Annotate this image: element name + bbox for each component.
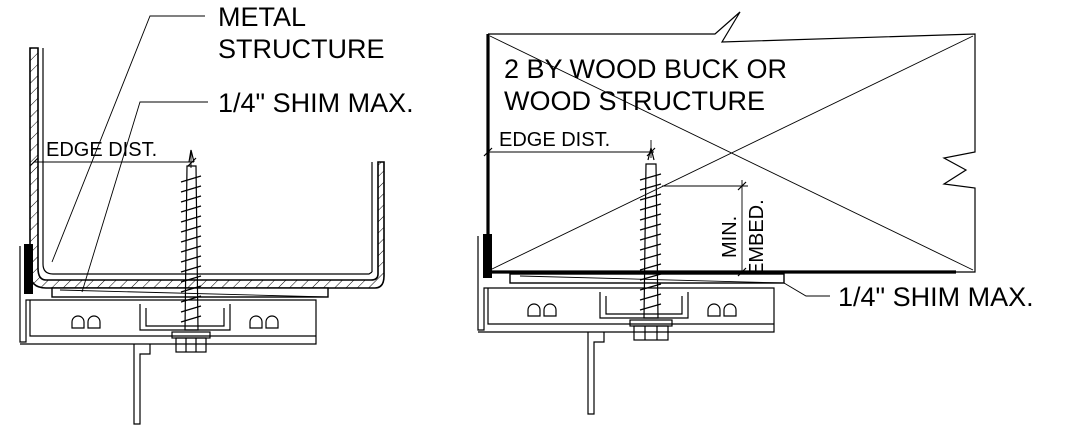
right-detail: EDGE DIST. MIN. EMBED. 2 BY WOOD BUCK OR… <box>477 11 1034 415</box>
left-detail: EDGE DIST. METAL STRUCTURE 1/4" SHIM MAX… <box>19 2 414 425</box>
metal-structure-leader <box>51 15 205 263</box>
left-shim-leader <box>81 101 208 293</box>
right-anchor-screw <box>629 147 673 341</box>
right-frame-extrusion <box>477 234 775 415</box>
wood-structure-label-line2: WOOD STRUCTURE <box>504 86 765 116</box>
left-edge-dist-label: EDGE DIST. <box>46 139 157 161</box>
wood-structure-label-line1: 2 BY WOOD BUCK OR <box>504 54 787 84</box>
right-shim-label: 1/4" SHIM MAX. <box>838 282 1034 312</box>
right-edge-dist-dimension: EDGE DIST. <box>483 129 656 158</box>
left-edge-dist-dimension: EDGE DIST. <box>29 139 197 168</box>
metal-structure-label-line1: METAL <box>218 2 306 32</box>
metal-structure-label-line2: STRUCTURE <box>218 34 385 64</box>
min-embed-dimension: MIN. EMBED. <box>662 180 768 277</box>
right-shim-leader <box>783 282 830 297</box>
left-shim-label: 1/4" SHIM MAX. <box>218 88 414 118</box>
min-label: MIN. <box>719 216 741 258</box>
anchor-screw <box>171 149 211 353</box>
shim-plate <box>51 287 329 298</box>
right-edge-dist-label: EDGE DIST. <box>499 129 610 151</box>
embed-label: EMBED. <box>746 199 768 276</box>
metal-structure-channel <box>29 47 385 289</box>
frame-extrusion <box>19 244 317 425</box>
